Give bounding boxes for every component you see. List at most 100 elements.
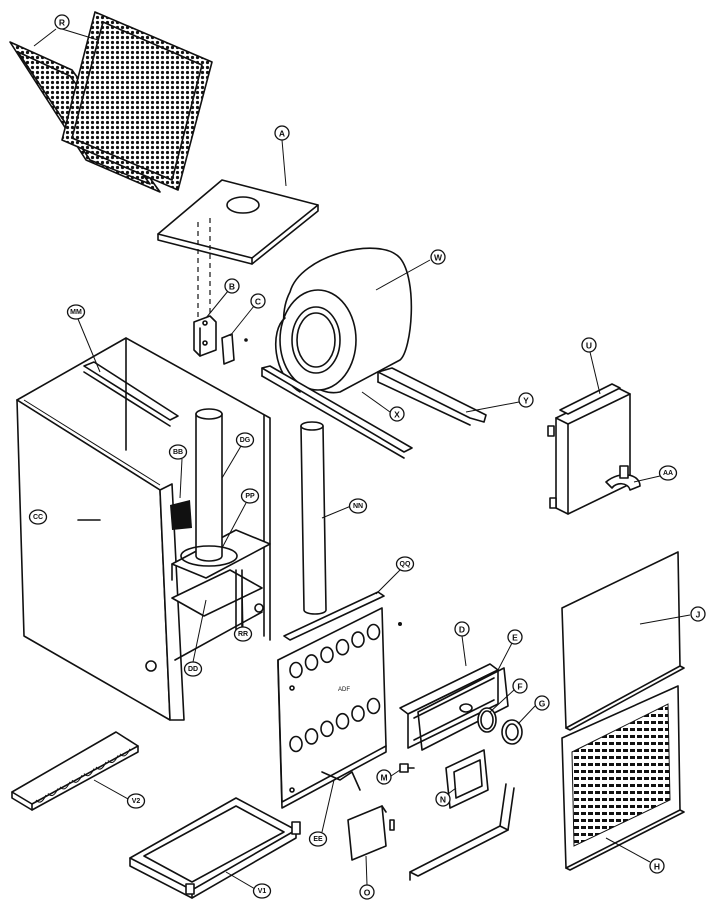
leader-u bbox=[589, 351, 601, 395]
callout-bubble-b bbox=[224, 278, 240, 294]
callout-bubble-e bbox=[507, 629, 523, 645]
callout-bubble-rr bbox=[233, 626, 253, 642]
leader-rr bbox=[241, 575, 244, 628]
callout-label-bb: BB bbox=[173, 449, 183, 456]
leader-g bbox=[517, 705, 536, 725]
callout-bubble-bb bbox=[168, 444, 188, 460]
pan-scallop bbox=[107, 755, 119, 764]
leader-y bbox=[465, 401, 520, 413]
pan-scallop bbox=[47, 788, 59, 797]
main-cabinet bbox=[16, 337, 271, 721]
callout-bubble-v1 bbox=[252, 883, 272, 899]
callout-bubble-f bbox=[512, 678, 528, 694]
callout-label-g: G bbox=[539, 699, 546, 709]
blower-W bbox=[274, 247, 413, 394]
leader-bb bbox=[179, 458, 183, 499]
callout-bubble-cc bbox=[28, 509, 48, 525]
leader-nn bbox=[321, 505, 352, 519]
burner-port-hole bbox=[335, 638, 350, 656]
leader-aa bbox=[633, 475, 661, 483]
callout-label-ee: EE bbox=[313, 836, 323, 843]
burner-port-hole bbox=[351, 705, 365, 722]
burner-port-hole bbox=[335, 712, 350, 730]
callout-label-v2: V2 bbox=[132, 798, 141, 805]
leader-r bbox=[61, 28, 99, 41]
callout-label-dd: DD bbox=[188, 666, 198, 673]
leader-h bbox=[605, 837, 651, 863]
leader-d bbox=[461, 635, 467, 667]
leader-a bbox=[281, 139, 287, 187]
burner-front-panel: ADF bbox=[277, 607, 387, 809]
callout-label-f: F bbox=[517, 682, 522, 692]
gasket-E bbox=[417, 667, 509, 751]
burner-port-hole bbox=[366, 623, 381, 641]
callout-bubble-g bbox=[534, 695, 550, 711]
leader-r bbox=[33, 28, 57, 47]
callout-label-u: U bbox=[586, 341, 592, 351]
callout-label-v1: V1 bbox=[258, 888, 267, 895]
leader-c bbox=[229, 305, 255, 337]
top-plate-A bbox=[157, 179, 319, 325]
callouts: RABCWUAAMMXYBBDGPPNNCCQQRRDDDEFGJHV2V1EE… bbox=[28, 14, 706, 900]
leader-pp bbox=[221, 502, 247, 549]
callout-bubble-aa bbox=[658, 465, 678, 481]
callout-label-y: Y bbox=[523, 396, 529, 406]
base-pan-V1 bbox=[129, 797, 301, 899]
callout-bubble-c bbox=[250, 293, 266, 309]
callout-label-a: A bbox=[279, 129, 285, 139]
leader-j bbox=[639, 614, 691, 625]
callout-bubble-nn bbox=[348, 498, 368, 514]
callout-bubble-u bbox=[581, 337, 597, 353]
leader-dg bbox=[221, 445, 242, 479]
callout-label-pp: PP bbox=[245, 493, 255, 500]
burner-port-hole bbox=[304, 728, 319, 745]
callout-bubble-x bbox=[389, 406, 405, 422]
burner-port-hole bbox=[289, 735, 303, 753]
leader-x bbox=[361, 391, 391, 413]
pan-scallop bbox=[71, 774, 83, 783]
sight-glass-G bbox=[501, 719, 523, 745]
callout-bubble-r bbox=[54, 14, 70, 30]
part-O bbox=[347, 805, 395, 861]
burner-port-hole bbox=[289, 661, 303, 679]
door-J bbox=[561, 551, 685, 731]
leader-b bbox=[205, 290, 229, 319]
callout-label-qq: QQ bbox=[400, 561, 411, 568]
louvered-door-H bbox=[561, 685, 685, 871]
leader-o bbox=[365, 855, 368, 886]
callout-label-r: R bbox=[59, 18, 65, 28]
callout-label-x: X bbox=[394, 410, 400, 420]
callout-bubble-ee bbox=[308, 831, 328, 847]
callout-label-cc: CC bbox=[33, 514, 43, 521]
pan-scallop bbox=[35, 794, 47, 803]
callout-label-aa: AA bbox=[663, 470, 673, 477]
leader-e bbox=[497, 642, 513, 671]
callout-bubble-v2 bbox=[126, 793, 146, 809]
burner-port-hole bbox=[320, 720, 334, 738]
part-M bbox=[399, 763, 415, 773]
callout-label-h: H bbox=[654, 862, 660, 872]
leader-dd bbox=[192, 599, 207, 663]
callout-bubble-dg bbox=[235, 432, 255, 448]
callout-label-j: J bbox=[696, 610, 701, 620]
callout-label-b: B bbox=[229, 282, 235, 292]
callout-label-w: W bbox=[434, 253, 443, 263]
callout-bubble-qq bbox=[395, 556, 415, 572]
rail-QQ bbox=[283, 591, 402, 641]
leader-w bbox=[375, 259, 431, 291]
callout-bubble-o bbox=[359, 884, 375, 900]
ring-F bbox=[477, 707, 497, 733]
callout-bubble-h bbox=[649, 858, 665, 874]
pan-scallop bbox=[83, 768, 95, 777]
filter-panel-R bbox=[9, 11, 213, 193]
leader-f bbox=[489, 689, 515, 713]
callout-label-rr: RR bbox=[238, 631, 248, 638]
pan-scallop bbox=[119, 748, 131, 757]
part-EE bbox=[321, 771, 361, 791]
leader-v2 bbox=[93, 779, 129, 800]
leader-m bbox=[390, 769, 401, 777]
callout-bubble-j bbox=[690, 606, 706, 622]
leader-ee bbox=[321, 779, 335, 833]
callout-bubble-w bbox=[430, 249, 446, 265]
